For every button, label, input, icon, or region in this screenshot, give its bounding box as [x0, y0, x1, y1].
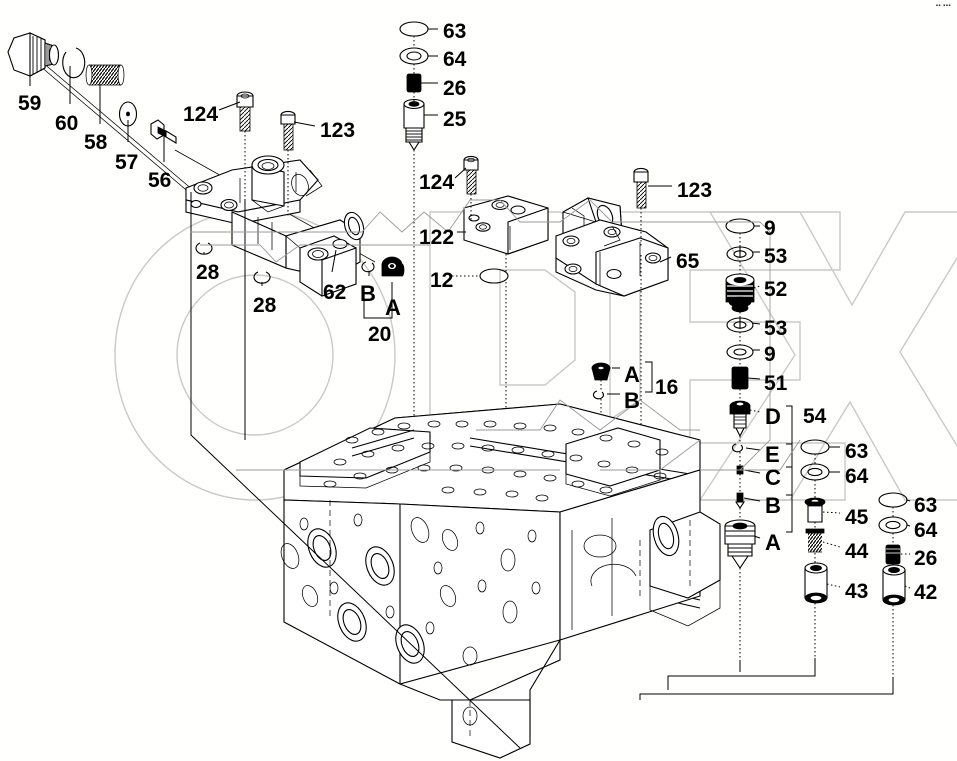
callout-b: B [624, 388, 640, 413]
callout-60: 60 [55, 112, 79, 135]
part-56-poppet [150, 119, 177, 144]
callout-a: A [624, 362, 640, 387]
callout-53: 53 [764, 317, 788, 340]
callout-63: 63 [443, 20, 467, 43]
callout-64: 64 [845, 465, 869, 488]
part-45 [804, 497, 826, 523]
part-20-plug-assembly [361, 256, 405, 319]
screw-124-mid [463, 155, 479, 222]
mid-cover-122 [463, 155, 549, 474]
mid-right-stack [800, 439, 830, 658]
part-25-valve [403, 98, 425, 152]
callout-123: 123 [320, 119, 356, 142]
callout-c: C [765, 465, 781, 490]
right-cartridge-stack [724, 218, 793, 660]
part-60-ring [62, 47, 86, 79]
callout-124: 124 [183, 103, 219, 126]
callout-b: B [360, 281, 376, 306]
callout-57: 57 [115, 151, 139, 174]
callout-54: 54 [803, 405, 827, 428]
callout-122: 122 [419, 226, 455, 249]
leader-lines [29, 28, 911, 749]
part-54D-valve [729, 400, 751, 438]
callout-65: 65 [676, 250, 700, 273]
left-cover-block-62 [185, 91, 365, 297]
callout-a: A [765, 530, 781, 555]
top-center-stack [399, 21, 429, 466]
callout-58: 58 [84, 131, 108, 154]
part-20A-plug [381, 256, 405, 277]
callout-42: 42 [914, 581, 938, 604]
part-57-washer [118, 101, 138, 127]
part-44-spring [805, 528, 825, 553]
corner-mark: ▪▪ ▪▪▪ [935, 3, 951, 9]
callout-56: 56 [148, 169, 172, 192]
callout-26: 26 [914, 547, 938, 570]
group-16 [591, 361, 653, 534]
screw-123-left [280, 110, 296, 218]
far-right-stack [878, 492, 908, 678]
callout-63: 63 [845, 440, 869, 463]
callout-25: 25 [443, 108, 467, 131]
part-43 [804, 562, 828, 604]
callout-12: 12 [430, 269, 454, 292]
screw-123-right [633, 167, 649, 246]
callout-16: 16 [655, 376, 679, 399]
callout-52: 52 [764, 278, 788, 301]
callout-20: 20 [368, 323, 392, 346]
callout-51: 51 [764, 372, 788, 395]
callout-123: 123 [677, 179, 713, 202]
callout-63: 63 [914, 494, 938, 517]
callout-44: 44 [845, 540, 869, 563]
part-58-spring [85, 64, 125, 86]
part-52-sleeve [725, 273, 755, 313]
callout-b: B [765, 493, 781, 518]
screw-124-left [236, 91, 254, 200]
callout-28: 28 [196, 261, 220, 284]
callout-d: D [765, 404, 781, 429]
part-26-far [885, 544, 901, 565]
callout-9: 9 [764, 343, 776, 366]
callout-45: 45 [845, 506, 869, 529]
part-42 [882, 564, 906, 606]
callout-124: 124 [419, 171, 455, 194]
part-28-washer-a [195, 242, 213, 255]
callout-59: 59 [18, 92, 42, 115]
callout-64: 64 [914, 519, 938, 542]
callout-28: 28 [253, 294, 277, 317]
callout-64: 64 [443, 48, 467, 71]
callout-62: 62 [323, 281, 347, 304]
callout-53: 53 [764, 245, 788, 268]
part-59-plug [7, 32, 60, 77]
callout-a: A [385, 295, 401, 320]
part-28-washer-b [253, 271, 271, 284]
callout-43: 43 [845, 580, 869, 603]
part-54A-cartridge [724, 519, 756, 569]
right-cover-65 [555, 167, 669, 474]
callout-26: 26 [443, 77, 467, 100]
callout-9: 9 [764, 217, 776, 240]
callout-e: E [765, 442, 780, 467]
main-valve-body [280, 403, 721, 759]
left-cartridge-assembly [7, 32, 376, 263]
